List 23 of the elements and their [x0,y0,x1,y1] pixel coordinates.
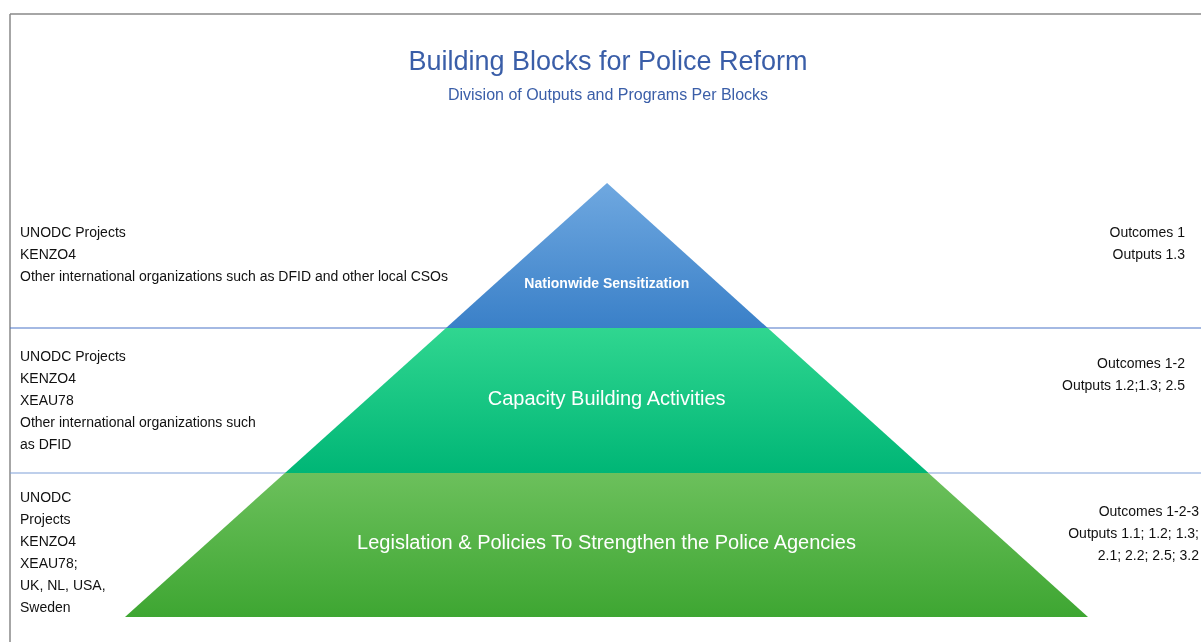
funding-note: UNODC Projects [20,348,126,364]
funding-note: UNODC Projects [20,224,126,240]
funding-note: Other international organizations such as DFID and other local CSOs [20,268,448,284]
tier-label: Nationwide Sensitization [524,274,690,291]
tier-label: Capacity Building Activities [487,386,726,409]
title: Building Blocks for Police Reform [408,46,808,76]
results-note: Outcomes 1-2-3 [1098,503,1199,519]
results-note: Outputs 1.3 [1112,246,1185,262]
results-note: Outcomes 1 [1109,224,1185,240]
funding-note: KENZO4 [20,246,76,262]
funding-note: KENZO4 [20,370,76,386]
funding-note: XEAU78 [20,392,74,408]
funding-note: UNODC Projects [20,489,72,527]
results-note: Outcomes 1-2 [1097,355,1185,371]
results-note: Outputs 1.1; 1.2; 1.3; 2.1; 2.2; 2.5; 3.2 [1068,525,1199,563]
funding-note: UK, NL, USA, Sweden [20,577,106,615]
pyramid-tier [284,328,929,473]
results-note: Outputs 1.2;1.3; 2.5 [1062,377,1185,393]
subtitle: Division of Outputs and Programs Per Blocks [447,86,769,103]
funding-note: XEAU78; [20,555,78,571]
tier-label: Legislation & Policies To Strengthen the Police Agencies [357,531,856,553]
funding-note: KENZO4 [20,533,76,549]
funding-note: Other international organizations such as DFID [20,414,256,452]
